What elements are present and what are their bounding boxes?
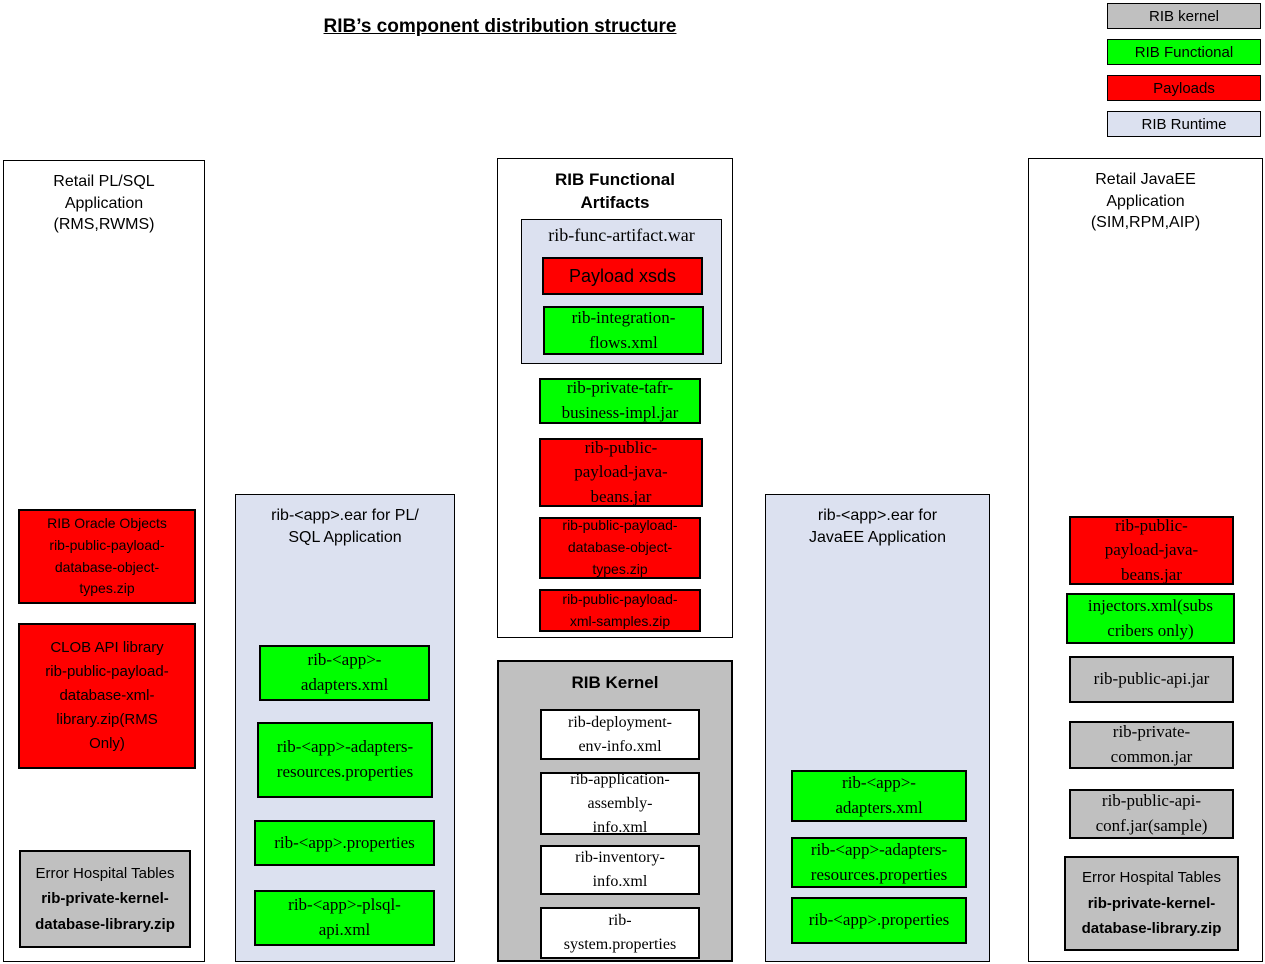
box-rib-public-api-conf-jar: rib-public-api- conf.jar(sample) xyxy=(1069,789,1234,839)
box-rib-integration-flows: rib-integration- flows.xml xyxy=(543,306,704,355)
box-rib-system-properties: rib- system.properties xyxy=(540,907,700,959)
error-hospital-zip-label: rib-private-kernel- database-library.zip xyxy=(35,890,175,933)
box-rib-inventory-info: rib-inventory- info.xml xyxy=(540,845,700,895)
box-plsql-adapters-resources: rib-<app>-adapters- resources.properties xyxy=(257,722,433,798)
box-plsql-api-xml: rib-<app>-plsql- api.xml xyxy=(254,890,435,946)
box-plsql-adapters-xml: rib-<app>- adapters.xml xyxy=(259,645,430,701)
box-rib-public-payload-xml-samples: rib-public-payload- xml-samples.zip xyxy=(539,589,701,632)
panel-rib-app-ear-javaee: rib-<app>.ear for JavaEE Application rib… xyxy=(765,494,990,962)
legend-rib-kernel: RIB kernel xyxy=(1107,3,1261,29)
panel-rib-app-ear-plsql-title: rib-<app>.ear for PL/ SQL Application xyxy=(271,507,419,546)
box-error-hospital-tables-plsql: Error Hospital Tables rib-private-kernel… xyxy=(19,850,191,948)
panel-retail-javaee-application-title: Retail JavaEE Application (SIM,RPM,AIP) xyxy=(1090,171,1201,232)
panel-retail-plsql-application-title: Retail PL/SQL Application (RMS,RWMS) xyxy=(53,173,155,234)
panel-rib-functional-artifacts-title: RIB Functional Artifacts xyxy=(555,170,675,212)
panel-retail-javaee-application: Retail JavaEE Application (SIM,RPM,AIP) … xyxy=(1028,158,1263,962)
box-rib-oracle-objects: RIB Oracle Objects rib-public-payload- d… xyxy=(18,509,196,604)
panel-rib-app-ear-plsql: rib-<app>.ear for PL/ SQL Application ri… xyxy=(235,494,455,962)
panel-rib-app-ear-javaee-title: rib-<app>.ear for JavaEE Application xyxy=(809,507,946,546)
error-hospital-label: Error Hospital Tables xyxy=(35,864,175,882)
box-javaee-rib-public-payload-java-beans: rib-public- payload-java- beans.jar xyxy=(1069,516,1234,585)
box-rib-application-assembly-info: rib-application- assembly- info.xml xyxy=(540,771,700,836)
panel-rib-kernel: RIB Kernel rib-deployment- env-info.xml … xyxy=(497,660,733,962)
panel-rib-kernel-title: RIB Kernel xyxy=(571,673,659,692)
box-rib-deployment-env-info: rib-deployment- env-info.xml xyxy=(540,709,700,760)
box-rib-public-api-jar: rib-public-api.jar xyxy=(1069,656,1234,703)
legend-payloads: Payloads xyxy=(1107,75,1261,101)
box-error-hospital-tables-javaee: Error Hospital Tables rib-private-kernel… xyxy=(1064,856,1239,951)
error-hospital-zip-label: rib-private-kernel- database-library.zip xyxy=(1081,894,1222,938)
box-javaee-adapters-xml: rib-<app>- adapters.xml xyxy=(791,770,967,822)
rib-func-artifact-war-label: rib-func-artifact.war xyxy=(548,225,695,245)
box-injectors-xml: injectors.xml(subs cribers only) xyxy=(1066,593,1235,644)
panel-rib-functional-artifacts: RIB Functional Artifacts rib-func-artifa… xyxy=(497,158,733,638)
box-plsql-app-properties: rib-<app>.properties xyxy=(254,820,435,866)
box-javaee-adapters-resources: rib-<app>-adapters- resources.properties xyxy=(791,837,967,888)
panel-retail-plsql-application: Retail PL/SQL Application (RMS,RWMS) RIB… xyxy=(3,160,205,962)
legend-rib-runtime: RIB Runtime xyxy=(1107,111,1261,137)
box-rib-func-artifact-war: rib-func-artifact.war Payload xsds rib-i… xyxy=(521,219,722,364)
legend-rib-functional: RIB Functional xyxy=(1107,39,1261,65)
box-rib-private-tafr-business-impl: rib-private-tafr- business-impl.jar xyxy=(539,378,701,424)
box-rib-private-common-jar: rib-private- common.jar xyxy=(1069,721,1234,769)
box-clob-api-library: CLOB API library rib-public-payload- dat… xyxy=(18,623,196,769)
page-title: RIB’s component distribution structure xyxy=(323,16,677,37)
error-hospital-label: Error Hospital Tables xyxy=(1082,869,1221,887)
box-javaee-app-properties: rib-<app>.properties xyxy=(791,897,967,944)
box-payload-xsds: Payload xsds xyxy=(542,257,703,295)
box-rib-public-payload-database-object-types: rib-public-payload- database-object- typ… xyxy=(539,517,701,579)
box-rib-public-payload-java-beans: rib-public- payload-java- beans.jar xyxy=(539,438,703,507)
